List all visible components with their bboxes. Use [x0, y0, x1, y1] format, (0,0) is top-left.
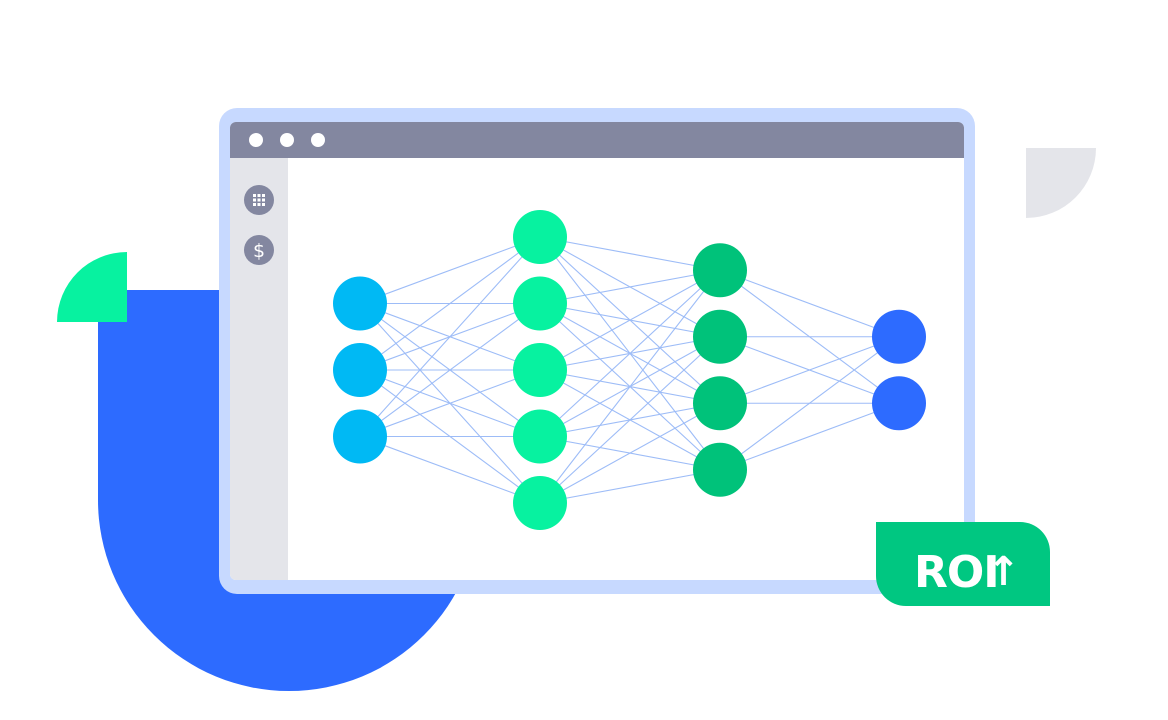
hidden-1-node [513, 277, 567, 331]
window-controls [249, 133, 325, 147]
gray-quarter-circle [1026, 148, 1096, 218]
hidden-2-node [693, 376, 747, 430]
roi-badge: ROI ↑ [876, 522, 1050, 606]
dollar-icon[interactable]: $ [244, 235, 274, 265]
roi-up-arrow-icon: ↑ [987, 549, 1020, 595]
input-node [333, 343, 387, 397]
output-node [872, 376, 926, 430]
input-node [333, 410, 387, 464]
hidden-2-node [693, 310, 747, 364]
hidden-2-node [693, 443, 747, 497]
hidden-1-node [513, 476, 567, 530]
grid-icon[interactable] [244, 185, 274, 215]
hidden-2-node [693, 243, 747, 297]
window-titlebar [230, 122, 964, 158]
input-node [333, 277, 387, 331]
output-node [872, 310, 926, 364]
window-sidebar [230, 158, 288, 580]
svg-text:$: $ [253, 240, 265, 262]
window-dot[interactable] [249, 133, 263, 147]
hidden-1-node [513, 210, 567, 264]
window-content [230, 122, 964, 580]
hidden-1-node [513, 410, 567, 464]
green-quarter-circle [57, 252, 127, 322]
window-dot[interactable] [280, 133, 294, 147]
window-dot[interactable] [311, 133, 325, 147]
hidden-1-node [513, 343, 567, 397]
